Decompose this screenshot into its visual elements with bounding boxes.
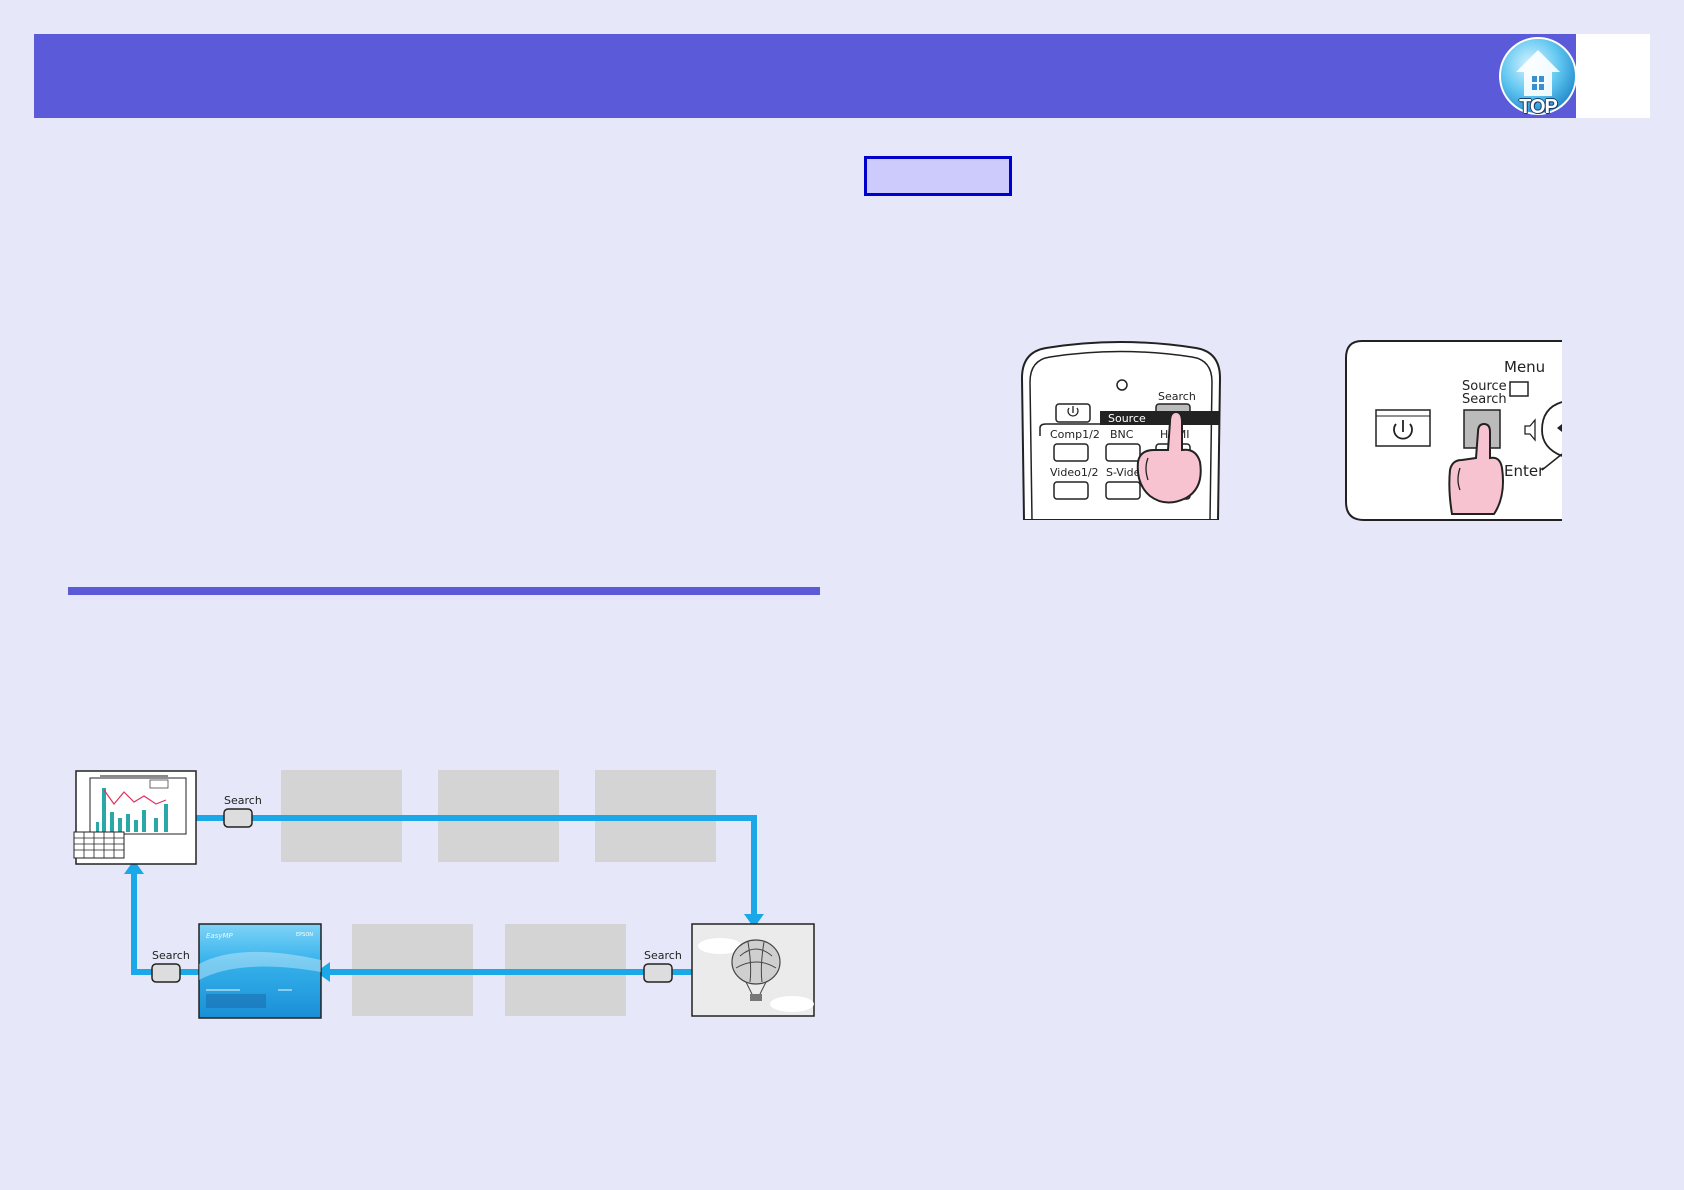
search-key-right[interactable] — [643, 963, 673, 983]
remote-comp-label: Comp1/2 — [1050, 428, 1100, 441]
control-panel-figure: Source Search Menu Enter — [1344, 340, 1563, 527]
source-search-cycle-diagram: Search Search Search — [70, 766, 820, 1031]
top-button[interactable]: TOP — [1496, 36, 1580, 120]
easymp-maker: EPSON — [296, 932, 313, 938]
easymp-brand: EasyMP — [206, 932, 234, 940]
header-page-tab — [1576, 34, 1650, 118]
pressing-finger-icon — [1448, 422, 1504, 515]
arrow-left-icon — [316, 962, 330, 982]
arrow-up-icon — [124, 860, 144, 874]
remote-video-label: Video1/2 — [1050, 466, 1099, 479]
house-icon — [1499, 37, 1577, 115]
procedure-label-box — [864, 156, 1012, 196]
top-label: TOP — [1519, 96, 1558, 118]
computer-chart-screen — [73, 770, 197, 865]
power-icon — [1067, 406, 1079, 417]
arrow-down-icon — [744, 914, 764, 928]
panel-menu-button[interactable] — [1509, 381, 1529, 397]
arrow-left-icon — [1557, 424, 1562, 432]
remote-source-label: Source — [1108, 412, 1146, 425]
easymp-network-screen: EasyMP EPSON — [198, 923, 322, 1019]
cycle-arrows — [124, 815, 764, 982]
panel-search-label: Search — [1462, 392, 1507, 407]
power-icon — [1393, 420, 1413, 440]
section-divider — [68, 587, 820, 595]
pressing-finger-icon — [1136, 410, 1202, 504]
search-key-top[interactable] — [223, 808, 253, 828]
panel-menu-label: Menu — [1504, 358, 1545, 376]
search-label-top: Search — [224, 794, 262, 807]
panel-enter-label: Enter — [1504, 462, 1545, 480]
header-bar — [34, 34, 1576, 118]
search-key-left[interactable] — [151, 963, 181, 983]
led-icon — [1116, 379, 1128, 391]
remote-bnc-label: BNC — [1110, 428, 1134, 441]
speaker-icon — [1524, 418, 1536, 442]
remote-search-label: Search — [1158, 390, 1196, 403]
remote-control-figure: Search Source Comp1/2 BNC HDMI Video1/2 … — [1020, 338, 1226, 525]
search-label-right: Search — [644, 949, 682, 962]
search-label-left: Search — [152, 949, 190, 962]
video-balloon-screen — [691, 923, 815, 1017]
panel-source-label: Source — [1462, 379, 1507, 394]
